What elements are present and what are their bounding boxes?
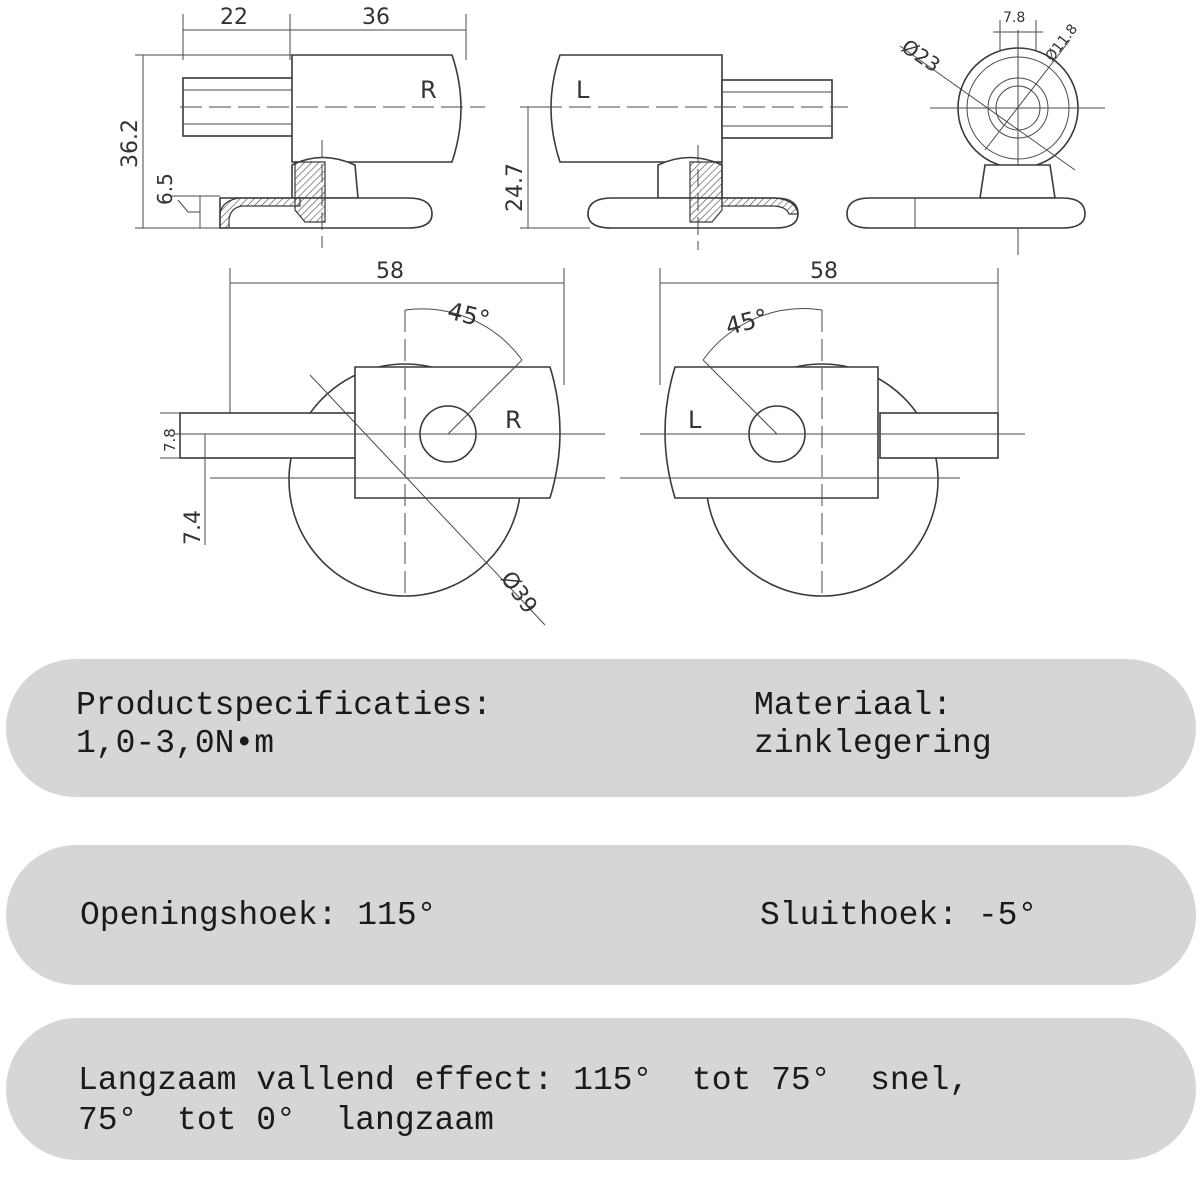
dim-bottom-7-8: 7.8 <box>161 428 179 452</box>
material-label: Materiaal: <box>754 687 953 724</box>
spec-value: 1,0-3,0N•m <box>76 725 275 762</box>
angle-45-right: 45° <box>723 303 771 340</box>
effect-line-1: Langzaam vallend effect: 115° tot 75° sn… <box>78 1062 970 1099</box>
dim-side-d11-8: Ø11.8 <box>1043 21 1082 64</box>
dim-side-d23: Ø23 <box>897 34 945 77</box>
opening-angle: Openingshoek: 115° <box>80 897 437 934</box>
side-view: 7.8 Ø23 Ø11.8 <box>846 10 1105 255</box>
dim-side-7-8: 7.8 <box>1003 10 1025 26</box>
label-r-top: R <box>420 76 437 104</box>
front-view-left: L 24.7 <box>503 54 848 250</box>
front-view-right: 22 36 36.2 6.5 R <box>118 5 485 248</box>
dim-height-36-2: 36.2 <box>118 119 143 168</box>
dim-top-36: 36 <box>362 5 390 30</box>
effect-line-2: 75° tot 0° langzaam <box>78 1102 494 1139</box>
dim-diameter-39: Ø39 <box>495 567 541 618</box>
dim-top-22: 22 <box>220 5 248 30</box>
spec-label: Productspecificaties: <box>76 687 492 724</box>
top-view-left: 58 45° L <box>620 259 1025 600</box>
dim-height-6-5: 6.5 <box>153 173 177 205</box>
label-r-bottom: R <box>505 406 522 434</box>
label-l-bottom: L <box>688 406 702 434</box>
dim-bottom-58-right: 58 <box>810 259 838 284</box>
spec-row-product: Productspecificaties: 1,0-3,0N•m Materia… <box>6 659 1196 797</box>
dim-bottom-7-4: 7.4 <box>181 510 206 545</box>
angle-45-left: 45° <box>445 297 493 334</box>
closing-angle: Sluithoek: -5° <box>760 897 1038 934</box>
dim-height-24-7: 24.7 <box>503 163 528 212</box>
dim-bottom-58-left: 58 <box>376 259 404 284</box>
top-view-right: 58 45° R Ø39 7.8 7.4 <box>160 259 605 626</box>
label-l-top: L <box>576 76 590 104</box>
spec-row-angles: Openingshoek: 115° Sluithoek: -5° <box>6 845 1196 985</box>
technical-drawing: 22 36 36.2 6.5 R L 24.7 <box>118 5 1105 626</box>
material-value: zinklegering <box>754 725 992 762</box>
spec-row-effect: Langzaam vallend effect: 115° tot 75° sn… <box>6 1018 1196 1160</box>
